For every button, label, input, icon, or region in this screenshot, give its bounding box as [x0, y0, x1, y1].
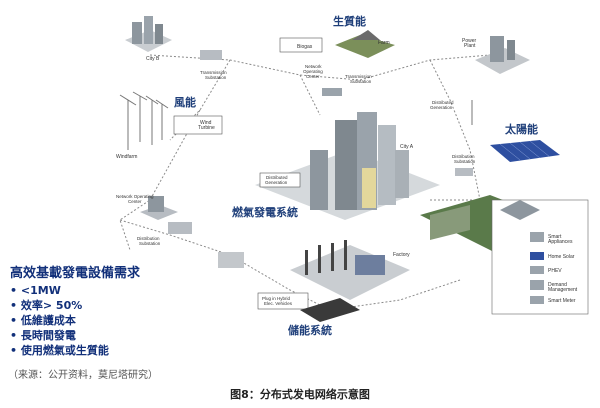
label-gas-power-title: 燃氣發電系統 — [231, 205, 298, 219]
label-windfarm: Windfarm — [116, 154, 137, 160]
house-icon — [500, 200, 540, 220]
city-b-buildings — [125, 16, 172, 52]
solar-panels — [490, 140, 560, 162]
requirement-item: 使用燃氣或生質能 — [10, 343, 210, 358]
farm-buildings — [335, 30, 395, 58]
distribution-substation-right — [455, 168, 473, 176]
source-note: （来源：公开资料，莫尼塔研究） — [8, 370, 158, 381]
label-phev: PHEV — [548, 268, 562, 274]
label-storage-title: 儲能系統 — [287, 323, 332, 337]
network-center-left-building — [140, 196, 178, 220]
home-icon-left — [218, 252, 244, 268]
requirement-item: 效率> 50% — [10, 298, 210, 313]
label-smart-meter: Smart Meter — [548, 298, 576, 304]
phev-tag — [257, 292, 309, 310]
label-wind-title: 風能 — [174, 95, 196, 109]
label-city-b: City B — [146, 56, 160, 62]
label-city-a: City A — [400, 144, 414, 150]
requirement-item: <1MW — [10, 283, 210, 298]
network-center-top-building — [322, 88, 342, 96]
label-solar-title: 太陽能 — [504, 122, 538, 136]
wind-turbine-tag — [173, 115, 223, 135]
power-plant — [475, 36, 530, 74]
label-home-solar: Home Solar — [548, 254, 575, 260]
requirement-item: 低維護成本 — [10, 313, 210, 328]
biogas-tag — [279, 37, 323, 53]
label-biomass-title: 生質能 — [333, 14, 366, 28]
label-factory: Factory — [393, 252, 410, 258]
label-farm: Farm — [378, 40, 390, 46]
transmission-substation-left — [200, 50, 222, 60]
figure-caption: 图8：分布式发电网络示意图 — [230, 388, 370, 401]
city-a-buildings — [255, 112, 440, 220]
parking-cars — [300, 298, 360, 322]
legend-icons — [530, 232, 544, 304]
label-biogas: Biogas — [297, 44, 313, 50]
requirements-panel: 高效基載發電設備需求 <1MW 效率> 50% 低維護成本 長時間發電 使用燃氣… — [10, 262, 210, 358]
factory-storage — [290, 240, 410, 300]
windfarm-turbines — [119, 91, 169, 150]
requirement-item: 長時間發電 — [10, 328, 210, 343]
dg-center-tag — [259, 172, 301, 188]
distribution-substation-left — [168, 222, 192, 234]
requirements-title: 高效基載發電設備需求 — [10, 266, 141, 281]
